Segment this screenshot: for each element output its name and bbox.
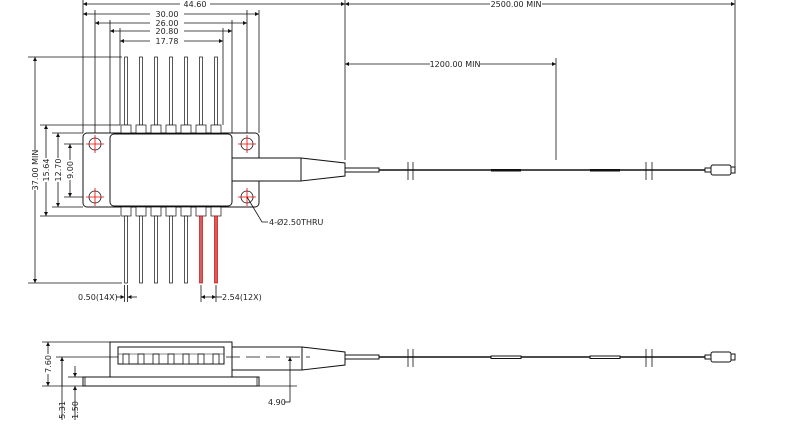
extension-lines [28, 0, 736, 284]
pin-base [135, 206, 147, 217]
top-pin [199, 56, 203, 126]
side-pin [182, 353, 190, 365]
pin-base [150, 206, 162, 217]
holes-callout: 4-Ø2.50THRU [269, 217, 324, 227]
side-base [82, 376, 260, 387]
dim-base-thickness: 1.50 [71, 401, 80, 419]
pin-base [165, 124, 177, 134]
dim-flange-width: 30.00 [156, 10, 179, 19]
side-pin [167, 353, 175, 365]
dim-boot-height: 4.90 [268, 398, 286, 407]
top-pin [169, 56, 173, 126]
side-pin [197, 353, 205, 365]
side-pin [152, 353, 160, 365]
side-pin [122, 353, 130, 365]
top-pin [124, 56, 128, 126]
side-pin [212, 353, 220, 365]
dim-overall-width: 44.60 [184, 0, 207, 9]
dim-pin-width: 0.50(14X) [78, 293, 118, 302]
pins [120, 56, 222, 284]
pin-base [210, 206, 222, 217]
top-pin [139, 56, 143, 126]
pin-base [135, 124, 147, 134]
bottom-pin [154, 215, 158, 284]
pin-base [210, 124, 222, 134]
fiber-boot [231, 157, 302, 182]
fiber-top [231, 157, 736, 182]
dim-side-height: 7.60 [44, 355, 53, 373]
pin-base [120, 124, 132, 134]
package-body [109, 133, 233, 207]
top-pin [154, 56, 158, 126]
dim-pin-pitch: 2.54(12X) [222, 293, 262, 302]
bottom-pin [139, 215, 143, 284]
pin-base [180, 206, 192, 217]
fiber-connector [710, 164, 732, 176]
pin-base [165, 206, 177, 217]
mounting-holes [86, 135, 256, 206]
pin-base [195, 206, 207, 217]
dim-hole-vertical: 9.00 [66, 161, 75, 179]
fiber-boot-taper [300, 157, 346, 182]
bottom-pin [169, 215, 173, 284]
dim-fiber-total: 2500.00 MIN [491, 0, 542, 9]
dim-pin-length: 37.00 MIN [31, 150, 40, 191]
side-view: 7.60 5.31 1.50 4.90 [42, 341, 736, 420]
bottom-pin [199, 215, 203, 284]
dim-pin-span: 17.78 [156, 37, 179, 46]
top-pin [184, 56, 188, 126]
bottom-pin [184, 215, 188, 284]
pin-base [150, 124, 162, 134]
dim-fiber-mid: 1200.00 MIN [430, 60, 481, 69]
dim-body-width: 20.80 [156, 27, 179, 36]
dim-pin-row-gap: 15.64 [42, 159, 51, 182]
bottom-pin [124, 215, 128, 284]
bottom-pin [214, 215, 218, 284]
side-pin [137, 353, 145, 365]
pin-base [120, 206, 132, 217]
pin-base [180, 124, 192, 134]
pin-base [195, 124, 207, 134]
dim-flange-height: 12.70 [54, 159, 63, 182]
dim-hole-pitch: 26.00 [156, 19, 179, 28]
dim-fiber-height: 5.31 [58, 401, 67, 419]
top-pin [214, 56, 218, 126]
